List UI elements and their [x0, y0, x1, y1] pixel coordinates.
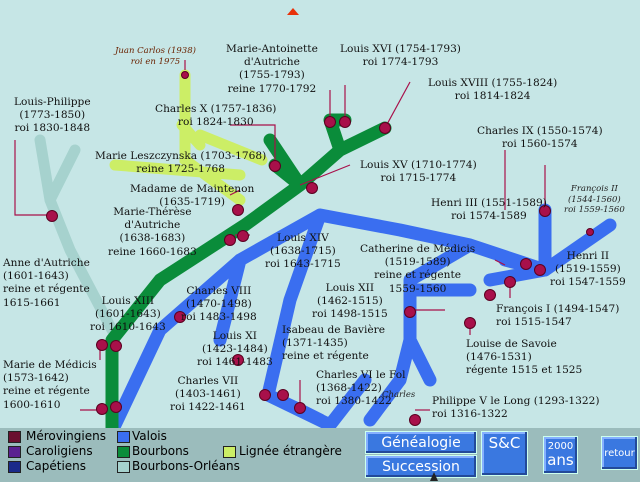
node-louis-xviii — [379, 122, 391, 134]
label-marie-therese[interactable]: Marie-Thérèse d'Autriche (1638-1683) rei… — [108, 206, 197, 258]
swatch-bourbons-orleans — [117, 461, 130, 473]
legend-lignee: Lignée étrangère — [239, 444, 342, 458]
genealogie-button[interactable]: Généalogie — [365, 431, 477, 454]
nodes — [46, 71, 594, 426]
node-philippe-v — [409, 414, 421, 426]
node-louis-xvi — [339, 116, 351, 128]
label-louis-xii[interactable]: Louis XII (1462-1515) roi 1498-1515 — [312, 282, 388, 321]
label-henri-iii[interactable]: Henri III (1551-1589) roi 1574-1589 — [431, 197, 547, 223]
label-louis-xiv[interactable]: Louis XIV (1638-1715) roi 1643-1715 — [265, 232, 341, 271]
label-henri-ii[interactable]: Henri II (1519-1559) roi 1547-1559 — [550, 250, 626, 289]
label-louise-de-savoie[interactable]: Louise de Savoie (1476-1531) régente 151… — [466, 338, 583, 377]
node-charles-ix — [539, 205, 551, 217]
label-louis-xi[interactable]: Louis XI (1423-1484) roi 1461-1483 — [197, 330, 273, 369]
succession-button[interactable]: Succession — [365, 455, 477, 478]
label-charles-ix[interactable]: Charles IX (1550-1574) roi 1560-1574 — [477, 125, 603, 151]
node-henri-ii — [534, 264, 546, 276]
branch-lignee-etrangere — [109, 69, 268, 206]
branch-bourbons-orleans — [34, 134, 118, 336]
label-catherine-de-medicis[interactable]: Catherine de Médicis (1519-1589) reine e… — [360, 243, 476, 295]
legend-bourbons: Bourbons — [132, 444, 189, 458]
label-philippe-v[interactable]: Philippe V le Long (1293-1322) roi 1316-… — [432, 395, 600, 421]
legend-capetiens: Capétiens — [26, 459, 87, 473]
retour-label: retour — [604, 447, 635, 459]
node-charles-viii — [174, 311, 186, 323]
node-louis-xv — [306, 182, 318, 194]
label-charles-partial[interactable]: Charles — [382, 390, 416, 400]
node-anne-autriche — [110, 340, 122, 352]
label-charles-vi[interactable]: Charles VI le Fol (1368-1422) roi 1380-1… — [316, 369, 406, 408]
genealogy-tree: Juan Carlos (1938) roi en 1975 Marie-Ant… — [3, 8, 626, 428]
scroll-up-arrow[interactable] — [287, 8, 299, 15]
label-charles-x[interactable]: Charles X (1757-1836) roi 1824-1830 — [155, 103, 277, 129]
legend-merovingiens: Mérovingiens — [26, 429, 106, 443]
tree-branches — [14, 60, 617, 428]
label-marie-de-medicis[interactable]: Marie de Médicis (1573-1642) reine et ré… — [3, 359, 97, 411]
swatch-valois — [117, 431, 130, 443]
legend-bourbons-orleans: Bourbons-Orléans — [132, 459, 240, 473]
label-francois-ii[interactable]: François II (1544-1560) roi 1559-1560 — [564, 184, 625, 215]
node-maintenon — [232, 204, 244, 216]
node-isabeau — [277, 389, 289, 401]
node-charles-x — [269, 160, 281, 172]
label-madame-de-maintenon[interactable]: Madame de Maintenon (1635-1719) — [130, 183, 255, 209]
node-marie-medicis — [96, 403, 108, 415]
legend-valois: Valois — [132, 429, 167, 443]
node-charles-vii — [259, 389, 271, 401]
branch-bourbons — [105, 113, 392, 428]
retour-button[interactable]: retour — [601, 436, 638, 470]
node-francois-ii — [586, 228, 594, 236]
label-anne-d-autriche[interactable]: Anne d'Autriche (1601-1643) reine et rég… — [3, 257, 90, 309]
swatch-capetiens — [8, 461, 21, 473]
cursor-pointer-icon — [430, 472, 438, 481]
label-isabeau-de-baviere[interactable]: Isabeau de Bavière (1371-1435) reine et … — [282, 324, 385, 363]
ans-label: ans — [547, 451, 574, 469]
node-marie-antoinette — [324, 116, 336, 128]
node-louis-xi — [232, 354, 244, 366]
swatch-merovingiens — [8, 431, 21, 443]
swatch-carolingiens — [8, 446, 21, 458]
node-catherine — [504, 276, 516, 288]
label-charles-vii[interactable]: Charles VII (1403-1461) roi 1422-1461 — [170, 375, 246, 414]
label-charles-viii[interactable]: Charles VIII (1470-1498) roi 1483-1498 — [181, 285, 257, 324]
node-louis-xii — [404, 306, 416, 318]
node-charles-vi — [294, 402, 306, 414]
node-louis-xiii — [96, 339, 108, 351]
label-francois-i[interactable]: François I (1494-1547) roi 1515-1547 — [496, 303, 620, 329]
node-louis-xiv — [237, 230, 249, 242]
label-louis-philippe[interactable]: Louis-Philippe (1773-1850) roi 1830-1848 — [14, 96, 91, 135]
sc-button[interactable]: S&C — [481, 431, 528, 476]
label-louis-xviii[interactable]: Louis XVIII (1755-1824) roi 1814-1824 — [428, 77, 558, 103]
label-marie-leszczynska[interactable]: Marie Leszczynska (1703-1768) reine 1725… — [95, 150, 267, 176]
node-marie-therese — [224, 234, 236, 246]
2000-label: 2000 — [547, 441, 574, 452]
node-henri-iii — [520, 258, 532, 270]
legend-carolingiens: Caroligiens — [26, 444, 93, 458]
label-juan-carlos[interactable]: Juan Carlos (1938) roi en 1975 — [115, 46, 196, 67]
node-louis-philippe — [46, 210, 58, 222]
node-henri-iv — [110, 401, 122, 413]
node-francois-i — [484, 289, 496, 301]
label-louis-xv[interactable]: Louis XV (1710-1774) roi 1715-1774 — [360, 159, 477, 185]
node-juan-carlos — [181, 71, 189, 79]
bottom-bar: Mérovingiens Valois Caroligiens Bourbons… — [0, 428, 640, 482]
swatch-bourbons — [117, 446, 130, 458]
label-louis-xiii[interactable]: Louis XIII (1601-1643) roi 1610-1643 — [90, 295, 166, 334]
label-marie-antoinette[interactable]: Marie-Antoinette d'Autriche (1755-1793) … — [226, 43, 318, 95]
2000-ans-button[interactable]: 2000 ans — [543, 436, 578, 474]
label-louis-xvi[interactable]: Louis XVI (1754-1793) roi 1774-1793 — [340, 43, 461, 69]
swatch-lignee — [223, 446, 236, 458]
node-louise-savoie — [464, 317, 476, 329]
